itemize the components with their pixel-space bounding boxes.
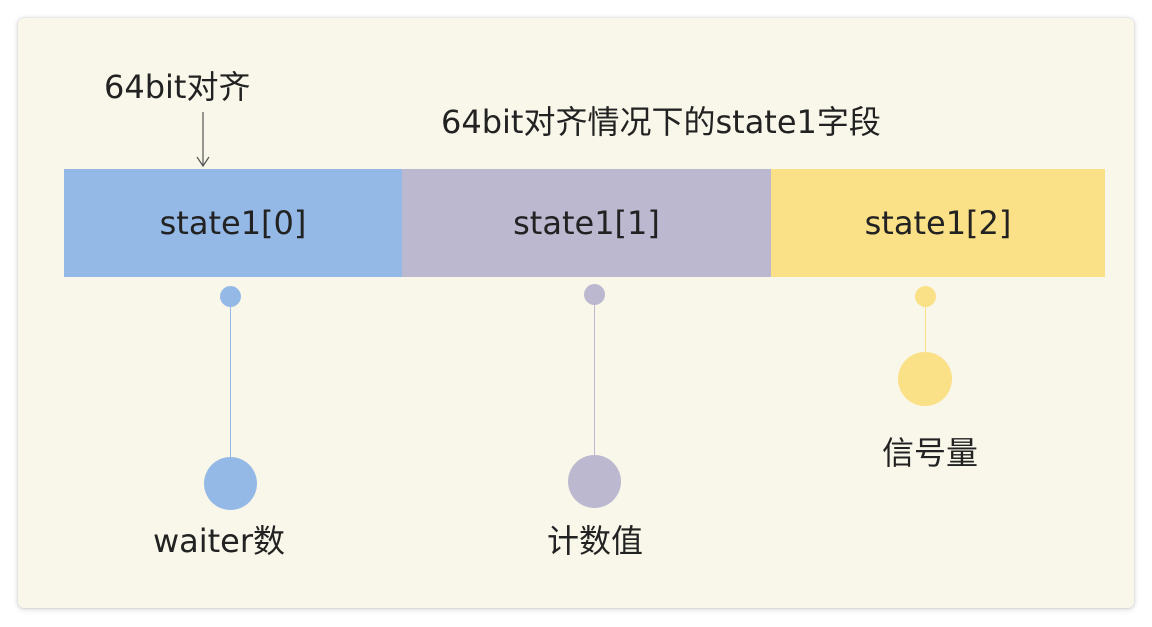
semaphore-small-dot <box>915 286 936 307</box>
state1-1-label: state1[1] <box>513 204 660 242</box>
semaphore-large-dot <box>898 352 952 406</box>
diagram-title: 64bit对齐情况下的state1字段 <box>441 103 881 141</box>
counter-value-label: 计数值 <box>546 522 644 560</box>
state1-1-segment: state1[1] <box>402 169 771 277</box>
counter-large-dot <box>568 455 621 508</box>
semaphore-label: 信号量 <box>881 434 979 472</box>
state1-0-segment: state1[0] <box>64 169 402 277</box>
waiter-connector-line <box>230 307 231 457</box>
diagram-card <box>18 18 1134 608</box>
semaphore-connector-line <box>925 307 926 353</box>
alignment-label: 64bit对齐 <box>104 68 251 106</box>
state1-2-segment: state1[2] <box>771 169 1105 277</box>
waiter-count-label: waiter数 <box>152 522 286 560</box>
state1-2-label: state1[2] <box>864 204 1012 242</box>
waiter-small-dot <box>220 286 241 307</box>
state1-0-label: state1[0] <box>159 204 307 242</box>
counter-connector-line <box>594 305 595 455</box>
waiter-large-dot <box>204 457 257 510</box>
counter-small-dot <box>584 284 605 305</box>
